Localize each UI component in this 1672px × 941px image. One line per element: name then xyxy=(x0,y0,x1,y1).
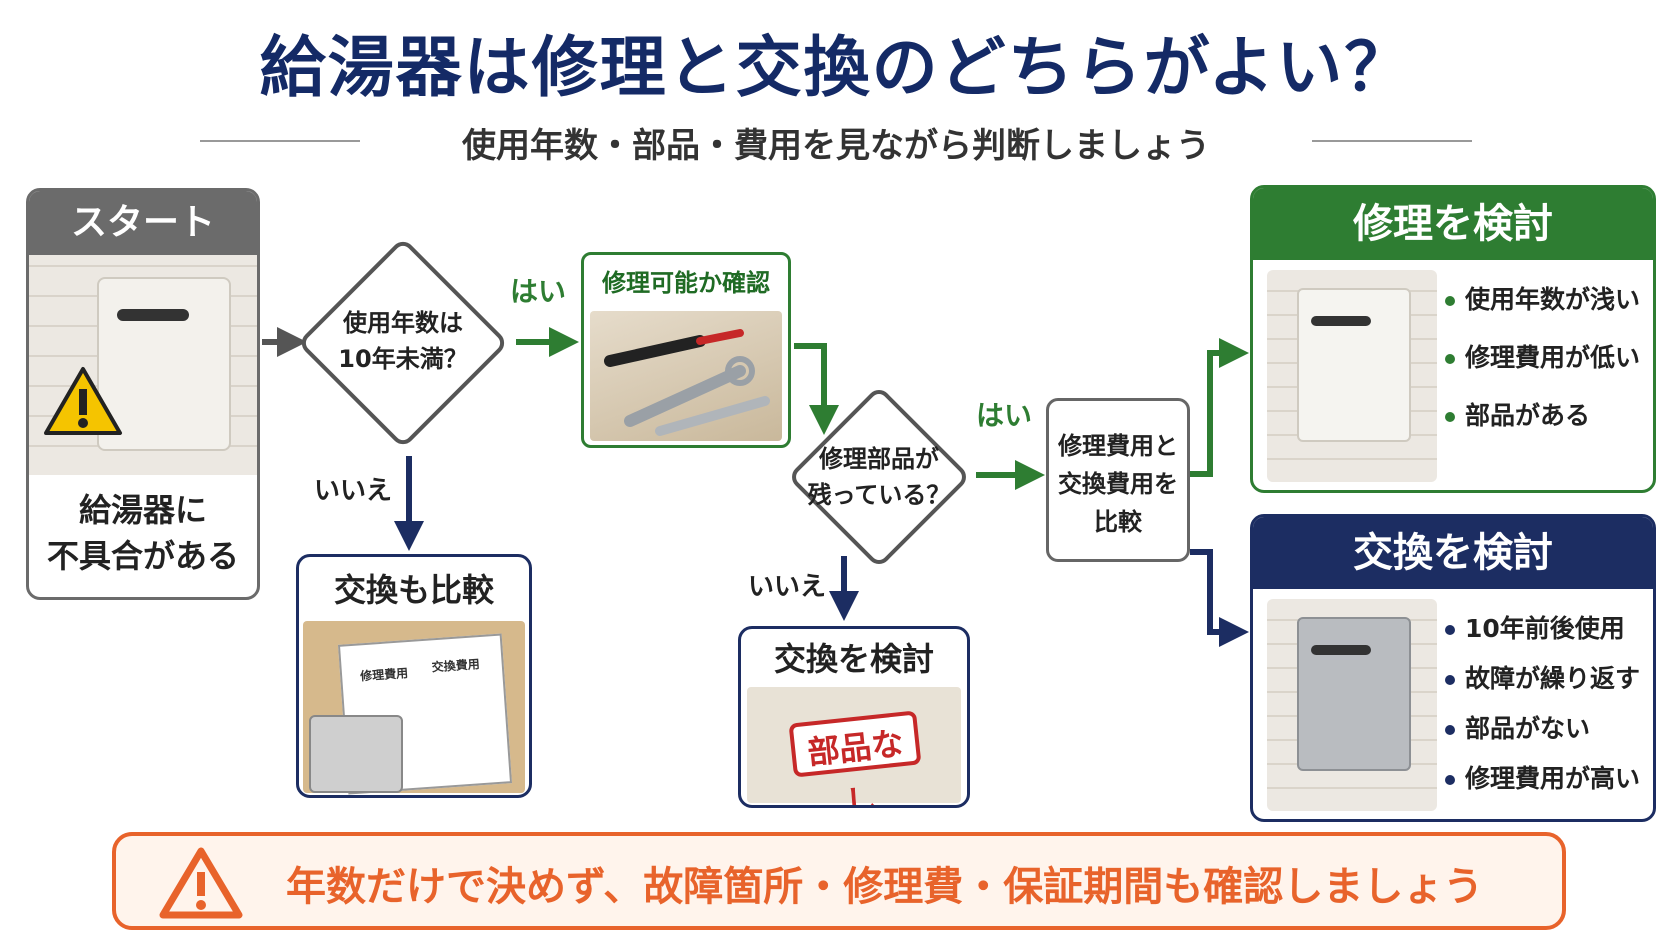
exchange-no-parts-title: 交換を検討 xyxy=(773,640,934,678)
decision-parts-line1: 修理部品が xyxy=(819,445,939,473)
subtitle-rule-left xyxy=(200,140,360,142)
wrench-icon xyxy=(604,329,770,436)
also-compare-card: 交換も比較 修理費用 交換費用 xyxy=(296,554,532,798)
subtitle-rule-right xyxy=(1312,140,1472,142)
compare-costs-text: 修理費用と 交換費用を 比較 xyxy=(1049,427,1187,541)
warning-icon xyxy=(44,367,122,435)
sheet-col-exchange: 交換費用 xyxy=(431,657,481,675)
advice-banner: 年数だけで決めず、故障箇所・修理費・保証期間も確認しましょう xyxy=(112,832,1566,930)
start-header: スタート xyxy=(29,191,257,255)
bullet-dot-icon xyxy=(1445,725,1455,735)
start-card: スタート 給湯器に 不具合がある xyxy=(26,188,260,600)
page-title: 給湯器は修理と交換のどちらがよい？ xyxy=(259,29,1413,106)
arrow-repair-check-to-decision2 xyxy=(794,343,839,435)
decision-age-text: 使用年数は 10年未満？ xyxy=(313,305,493,377)
bullet-dot-icon xyxy=(1445,412,1455,422)
repair-conditions-list: 使用年数が浅い 修理費用が低い 部品がある xyxy=(1445,280,1653,454)
tools-image xyxy=(590,311,782,441)
advice-text: 年数だけで決めず、故障箇所・修理費・保証期間も確認しましょう xyxy=(286,864,1484,910)
decision-age-line1: 使用年数は xyxy=(343,309,463,337)
repair-check-card: 修理可能か確認 xyxy=(581,252,791,448)
bullet-dot-icon xyxy=(1445,354,1455,364)
heater-body xyxy=(97,277,231,451)
old-heater-slot xyxy=(1311,645,1371,655)
clipboard-calculator-image: 修理費用 交換費用 xyxy=(303,621,525,795)
water-heater-image xyxy=(29,255,257,475)
exchange-conditions-list: 10年前後使用 故障が繰り返す 部品がない 修理費用が高い xyxy=(1445,609,1653,809)
bullet-dot-icon xyxy=(1445,296,1455,306)
repair-result-header: 修理を検討 xyxy=(1253,188,1653,260)
decision-parts-line2: 残っている？ xyxy=(807,481,951,509)
exchange-condition-item: 10年前後使用 xyxy=(1445,609,1653,645)
exchange-result-header: 交換を検討 xyxy=(1253,517,1653,589)
yes-label-1: はい xyxy=(510,275,567,308)
new-heater-body xyxy=(1297,288,1411,442)
compare-line3: 比較 xyxy=(1094,508,1142,536)
new-heater-slot xyxy=(1311,316,1371,326)
old-heater-body xyxy=(1297,617,1411,771)
repair-condition-item: 修理費用が低い xyxy=(1445,338,1653,374)
page-subtitle: 使用年数・部品・費用を見ながら判断しましょう xyxy=(462,126,1210,166)
yes-label-2: はい xyxy=(976,399,1033,432)
no-parts-stamp: 部品なし xyxy=(788,710,922,805)
start-line2: 不具合がある xyxy=(46,537,239,575)
old-silver-heater-image xyxy=(1267,599,1437,811)
compare-costs-card: 修理費用と 交換費用を 比較 xyxy=(1046,398,1190,562)
exchange-no-parts-card: 交換を検討 部品なし xyxy=(738,626,970,808)
warning-icon xyxy=(159,847,243,919)
exchange-result-card: 交換を検討 10年前後使用 故障が繰り返す 部品がない 修理費用が高い xyxy=(1250,514,1656,822)
no-label-1: いいえ xyxy=(314,476,393,506)
no-label-2: いいえ xyxy=(748,572,827,602)
repair-check-title: 修理可能か確認 xyxy=(602,269,770,297)
arrow-compare-to-repair xyxy=(1190,338,1249,477)
exchange-condition-item: 部品がない xyxy=(1445,709,1653,745)
old-heater-image: 部品なし xyxy=(747,687,961,805)
decision-parts-text: 修理部品が 残っている？ xyxy=(794,441,964,513)
compare-line2: 交換費用を xyxy=(1058,470,1178,498)
bullet-dot-icon xyxy=(1445,675,1455,685)
heater-slot xyxy=(117,309,189,321)
exchange-condition-item: 修理費用が高い xyxy=(1445,759,1653,795)
start-description: 給湯器に 不具合がある xyxy=(29,487,257,579)
bullet-dot-icon xyxy=(1445,625,1455,635)
bullet-dot-icon xyxy=(1445,775,1455,785)
exchange-condition-item: 故障が繰り返す xyxy=(1445,659,1653,695)
also-compare-title: 交換も比較 xyxy=(333,571,494,609)
arrow-compare-to-exchange xyxy=(1190,549,1249,647)
sheet-col-repair: 修理費用 xyxy=(359,666,409,684)
start-line1: 給湯器に xyxy=(78,491,207,529)
calculator-icon xyxy=(309,715,403,793)
repair-condition-item: 部品がある xyxy=(1445,396,1653,432)
decision-age-line2: 10年未満？ xyxy=(338,345,468,373)
new-heater-image xyxy=(1267,270,1437,482)
repair-condition-item: 使用年数が浅い xyxy=(1445,280,1653,316)
compare-line1: 修理費用と xyxy=(1058,432,1178,460)
repair-result-card: 修理を検討 使用年数が浅い 修理費用が低い 部品がある xyxy=(1250,185,1656,493)
